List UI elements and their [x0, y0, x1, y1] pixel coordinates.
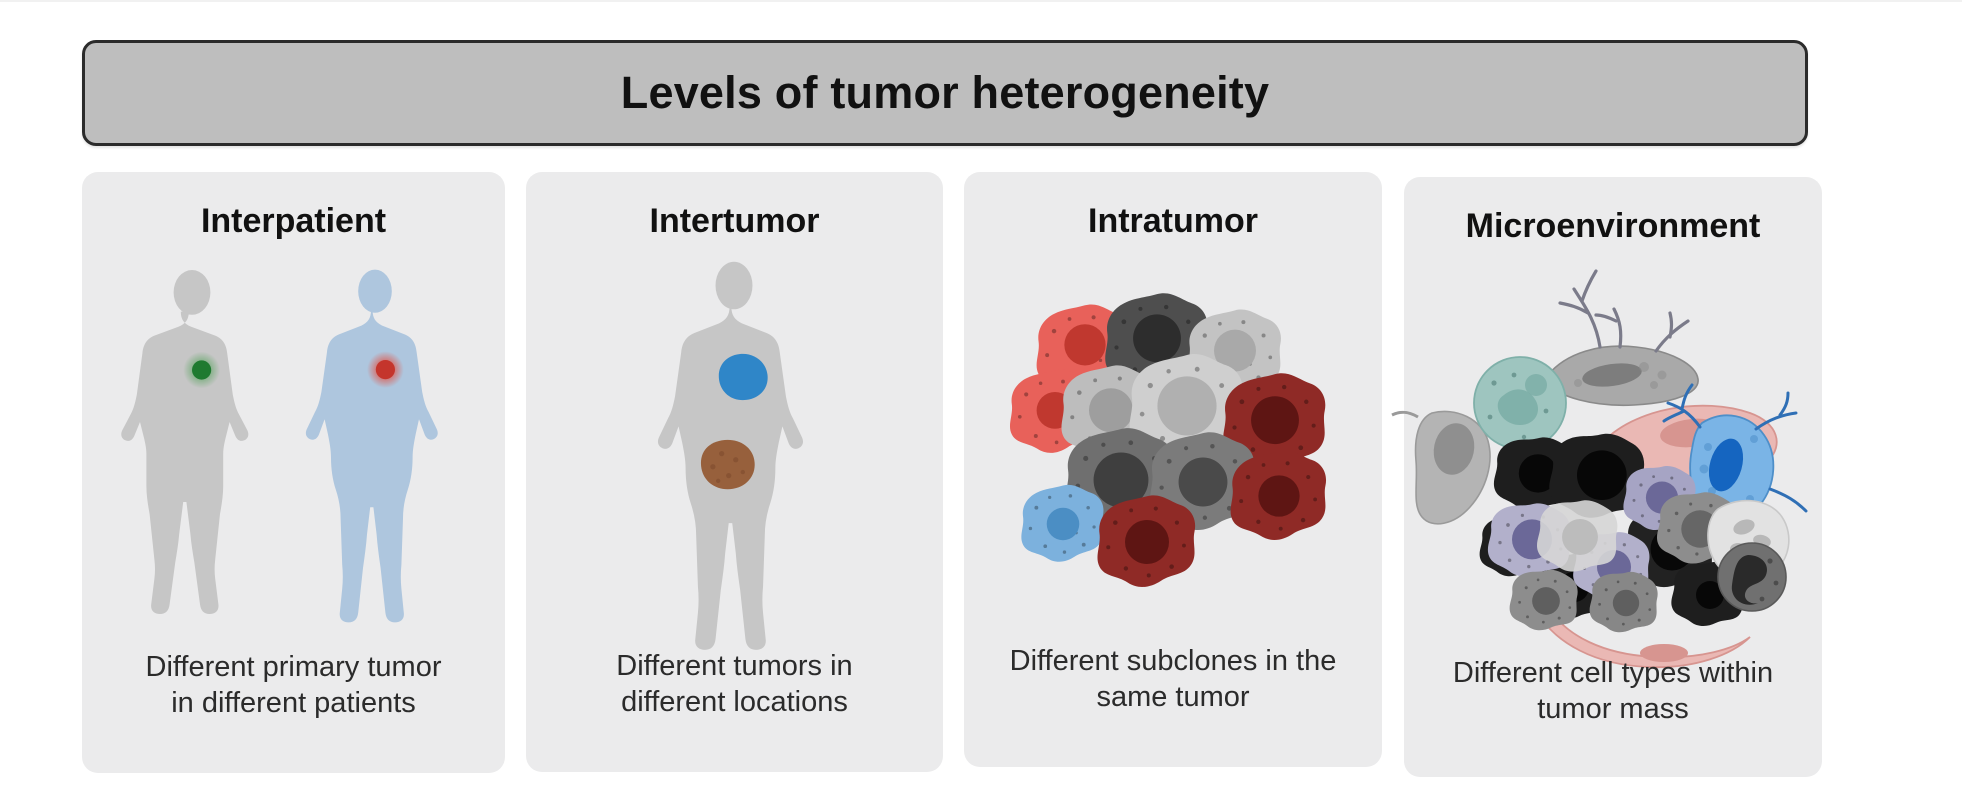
panel-title-intertumor: Intertumor	[649, 202, 820, 240]
tumor-blob-brown	[700, 439, 755, 490]
artwork-intratumor	[964, 246, 1382, 630]
tumor-blob-blue	[718, 353, 768, 401]
panel-caption-intertumor: Different tumors in different locations	[616, 650, 853, 718]
subclone-cell	[1036, 304, 1133, 394]
silhouette-single-patient	[657, 261, 804, 650]
cell-macrophage	[1473, 356, 1567, 450]
panel-intertumor[interactable]: Intertumor Different tumors i	[526, 172, 943, 772]
artwork-microenvironment	[1391, 251, 1822, 669]
subclone-cell	[1223, 373, 1326, 470]
panel-title-intratumor: Intratumor	[1088, 202, 1258, 240]
cell-tumor	[1549, 433, 1645, 518]
cell-tumor	[1493, 437, 1577, 511]
subclone-cell	[1230, 450, 1327, 540]
panel-interpatient[interactable]: Interpatient	[82, 172, 505, 773]
subclone-cell	[1150, 432, 1255, 531]
panel-caption-intratumor: Different subclones in the same tumor	[1009, 645, 1337, 713]
cell-pale-stromal	[1537, 500, 1618, 572]
figure-title: Levels of tumor heterogeneity	[620, 67, 1270, 118]
cell-dendritic-left	[1391, 410, 1491, 525]
tumor-dot-green	[192, 360, 212, 380]
subclone-cell	[1097, 495, 1196, 587]
cell-gray-stromal	[1509, 569, 1578, 631]
tumor-dot-red	[375, 360, 395, 380]
panel-caption-microenvironment: Different cell types within tumor mass	[1452, 657, 1774, 725]
cell-dendritic-top	[1547, 269, 1699, 407]
cell-neutrophil	[1717, 542, 1787, 612]
panel-intratumor[interactable]: Intratumor	[964, 172, 1382, 767]
artwork-intertumor	[526, 246, 943, 650]
subclone-cell	[1187, 309, 1281, 397]
silhouette-male-patient	[121, 270, 249, 614]
silhouette-female-patient	[305, 269, 438, 623]
subclone-cell	[1065, 428, 1175, 531]
artwork-interpatient	[82, 246, 505, 630]
figure-title-banner: Levels of tumor heterogeneity	[82, 40, 1808, 146]
tumor-texture-brown	[710, 450, 745, 484]
panel-caption-interpatient: Different primary tumor in different pat…	[145, 651, 442, 719]
panel-row: Interpatient	[82, 172, 1822, 777]
cell-tumor	[1671, 562, 1744, 626]
subclone-cell	[1021, 484, 1104, 562]
subclone-cell	[1129, 354, 1243, 461]
subclone-cell	[1061, 365, 1160, 457]
panel-microenvironment[interactable]: Microenvironment	[1391, 177, 1822, 777]
top-divider	[0, 0, 1962, 2]
panel-title-interpatient: Interpatient	[200, 202, 387, 240]
subclone-cell	[1105, 293, 1208, 390]
panel-title-microenvironment: Microenvironment	[1465, 207, 1761, 245]
cell-gray-stromal	[1589, 571, 1658, 633]
